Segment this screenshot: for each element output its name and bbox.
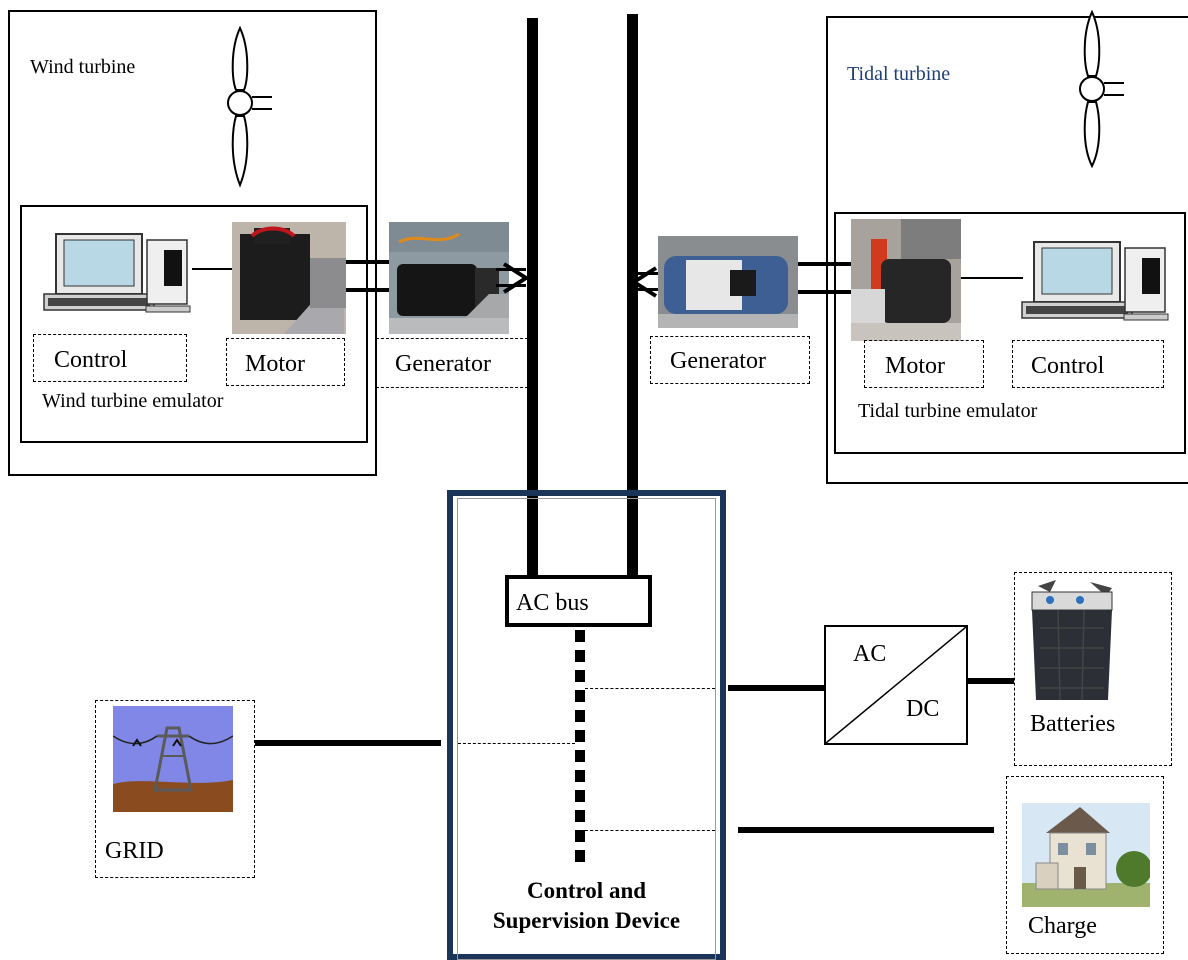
grid-pylon-icon [113, 706, 233, 812]
wind-generator-photo [389, 222, 509, 334]
grid-dashbox [95, 700, 255, 878]
grid-label: GRID [105, 838, 164, 864]
tidal-motor-dashbox [864, 340, 984, 388]
ac-dc-converter [824, 625, 968, 745]
converter-ac-label: AC [853, 641, 887, 667]
wind-motor-photo [232, 222, 346, 334]
tidal-emulator-label: Tidal turbine emulator [858, 400, 1038, 422]
tidal-turbine-icon [1079, 9, 1124, 169]
charge-house-icon [1022, 803, 1150, 907]
tidal-generator-photo [658, 236, 798, 328]
tidal-shaft-1 [798, 262, 851, 266]
ac-bus-label: AC bus [516, 590, 589, 616]
batteries-label: Batteries [1030, 711, 1116, 737]
tidal-shaft-2 [798, 290, 851, 294]
wind-arrow-icon [502, 262, 530, 294]
charge-link-line [738, 827, 994, 833]
converter-dc-label: DC [906, 696, 940, 722]
bus-line-right [627, 14, 638, 578]
tidal-motor-photo [851, 219, 961, 341]
grid-link-line [255, 740, 441, 746]
wind-shaft-1 [346, 260, 389, 264]
converter-diagonal [826, 627, 966, 743]
tidal-control-dashbox [1012, 340, 1164, 388]
battery-icon [1031, 580, 1113, 701]
tidal-generator-label: Generator [670, 348, 766, 374]
bus-line-left [527, 18, 538, 578]
wind-control-dashbox [33, 334, 187, 382]
dashed-link-converter [585, 688, 715, 689]
wind-emulator-label: Wind turbine emulator [42, 390, 224, 412]
wind-shaft-2 [346, 288, 389, 292]
wind-turbine-icon [227, 25, 272, 188]
wind-generator-label: Generator [395, 351, 491, 377]
tidal-turbine-box [826, 16, 1188, 484]
ac-bus-box [505, 575, 652, 627]
tidal-emulator-box [834, 212, 1186, 454]
wind-computer-icon [43, 233, 191, 313]
tidal-motor-label: Motor [885, 353, 945, 379]
tidal-computer-link [961, 277, 1023, 279]
converter-output-line [966, 678, 1014, 684]
control-device-line1: Control and [526, 878, 647, 903]
dashed-link-charge [585, 830, 715, 831]
wind-turbine-box [8, 10, 377, 476]
batteries-dashbox [1014, 572, 1172, 766]
tidal-turbine-title: Tidal turbine [847, 63, 951, 85]
wind-motor-dashbox [226, 338, 345, 386]
control-device-line2: Supervision Device [492, 908, 681, 933]
dashed-link-grid [458, 743, 575, 744]
wind-motor-label: Motor [245, 351, 305, 377]
charge-dashbox [1006, 776, 1164, 954]
wind-control-label: Control [54, 347, 128, 373]
charge-label: Charge [1028, 913, 1097, 939]
wind-turbine-title: Wind turbine [30, 56, 136, 78]
ac-bus-dotted-line [575, 630, 585, 865]
tidal-generator-dashbox [650, 336, 810, 384]
tidal-computer-icon [1021, 241, 1169, 321]
tidal-control-label: Control [1031, 353, 1105, 379]
wind-emulator-box [20, 205, 368, 443]
control-supervision-box [447, 490, 726, 960]
converter-input-line [728, 685, 824, 691]
wind-computer-link [192, 268, 232, 270]
